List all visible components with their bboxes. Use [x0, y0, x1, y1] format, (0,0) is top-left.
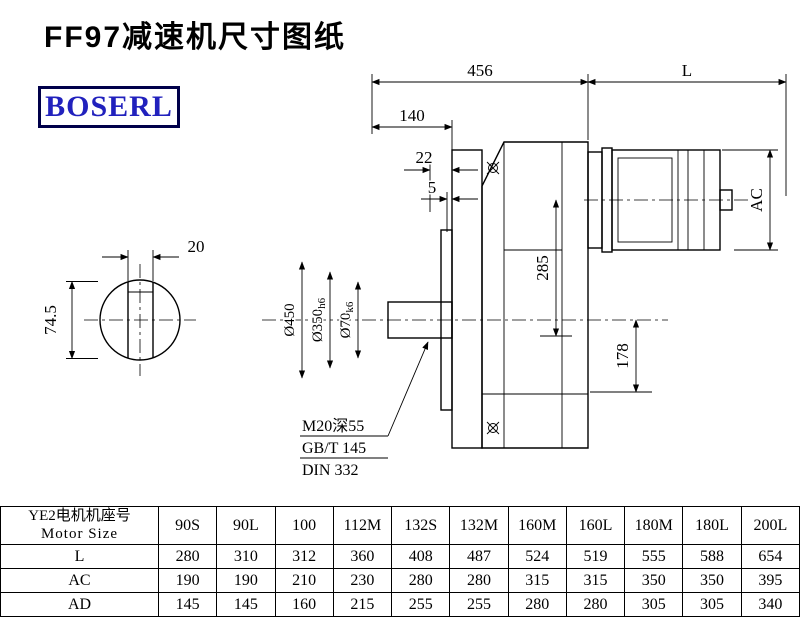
shaft-end-view [84, 264, 196, 376]
dim-value: 280 [507, 592, 567, 617]
page-title: FF97减速机尺寸图纸 [44, 21, 347, 54]
row-label: AD [0, 592, 159, 617]
dim-value: 519 [565, 544, 626, 569]
dim-value: 588 [682, 544, 742, 569]
dim-AC-label: AC [747, 188, 766, 212]
dim-value: 280 [449, 568, 509, 593]
dim-140-label: 140 [399, 106, 425, 125]
table-col-header: 200L [740, 506, 800, 545]
dim-L-label: L [682, 61, 692, 80]
dim-value: 487 [449, 544, 509, 569]
table-row-L: L 280 310 312 360 408 487 524 519 555 58… [0, 544, 800, 569]
dim-value: 360 [332, 544, 393, 569]
dim-456-label: 456 [467, 61, 493, 80]
row-label: AC [0, 568, 159, 593]
table-header-cn: YE2电机机座号 [28, 508, 131, 525]
table-col-header: 180M [624, 506, 684, 545]
dim-178-label: 178 [613, 343, 632, 369]
table-row-AC: AC 190 190 210 230 280 280 315 315 350 3… [0, 568, 800, 593]
table-col-header: 132M [449, 506, 509, 545]
table-col-header: 132S [391, 506, 451, 545]
dim-value: 654 [740, 544, 800, 569]
table-col-header: 90L [216, 506, 276, 545]
dim-value: 315 [565, 568, 626, 593]
row-label: L [0, 544, 159, 569]
table-header-en: Motor Size [40, 525, 119, 542]
dimension-22: 22 [404, 147, 478, 212]
technical-drawing: 20 74.5 [40, 60, 787, 481]
dim-value: 310 [216, 544, 276, 569]
dimension-AC: AC [722, 149, 778, 251]
dim-value: 395 [740, 568, 800, 593]
dim-value: 160 [274, 592, 334, 617]
dim-value: 305 [624, 592, 684, 617]
dimension-L: L [587, 60, 787, 196]
dim-value: 280 [391, 568, 451, 593]
bolt-hole-marker-bottom [486, 421, 500, 435]
dim-value: 255 [391, 592, 451, 617]
dimension-dia-70k6: Ø70k6 [337, 281, 362, 359]
dim-22-label: 22 [416, 148, 433, 167]
dim-value: 255 [449, 592, 509, 617]
dim-value: 350 [624, 568, 684, 593]
dim-value: 280 [157, 544, 218, 569]
dimension-178: 178 [590, 319, 652, 393]
dim-value: 215 [332, 592, 393, 617]
dim-value: 408 [391, 544, 451, 569]
dim-dia350-label: Ø350h6 [310, 297, 328, 342]
table-col-header: 160L [565, 506, 626, 545]
dim-value: 312 [274, 544, 334, 569]
dimension-456: 456 [371, 60, 589, 140]
dim-value: 230 [332, 568, 393, 593]
table-col-header: 112M [332, 506, 393, 545]
dimension-key-height: 74.5 [40, 280, 98, 360]
dim-5-label: 5 [428, 178, 437, 197]
brand-logo-text: BOSERL [45, 90, 173, 123]
note-leader-line [387, 341, 429, 437]
dimension-dia-350h6: Ø350h6 [309, 271, 334, 369]
centerlines [262, 199, 748, 321]
table-col-header: 180L [682, 506, 742, 545]
dim-value: 210 [274, 568, 334, 593]
dimension-dia-450: Ø450 [281, 261, 306, 379]
dim-value: 350 [682, 568, 742, 593]
dim-value: 315 [507, 568, 567, 593]
dim-value: 280 [565, 592, 626, 617]
dim-value: 145 [216, 592, 276, 617]
dim-285-label: 285 [533, 255, 552, 281]
motor-size-table: YE2电机机座号 Motor Size 90S 90L 100 112M 132… [0, 506, 800, 617]
dim-value: 340 [740, 592, 800, 617]
dim-value: 145 [157, 592, 218, 617]
motor [587, 147, 733, 253]
dim-74-5-label: 74.5 [41, 305, 60, 335]
dim-value: 190 [157, 568, 218, 593]
table-row-AD: AD 145 145 160 215 255 255 280 280 305 3… [0, 592, 800, 617]
note-gb: GB/T 145 [302, 440, 366, 457]
dimension-key-width: 20 [102, 236, 206, 281]
dim-value: 305 [682, 592, 742, 617]
table-col-header: 90S [157, 506, 218, 545]
dim-value: 524 [507, 544, 567, 569]
dim-value: 190 [216, 568, 276, 593]
gearbox-body [387, 141, 589, 449]
dim-value: 555 [624, 544, 684, 569]
dim-dia70-label: Ø70k6 [338, 301, 356, 338]
table-col-header: 160M [507, 506, 567, 545]
note-tap: M20深55 [302, 417, 364, 435]
dimension-140: 140 [371, 105, 453, 150]
shaft-tap-notes: M20深55 GB/T 145 DIN 332 [300, 341, 429, 481]
dim-20-label: 20 [188, 237, 205, 256]
bolt-hole-marker-top [486, 161, 500, 175]
note-din: DIN 332 [302, 462, 358, 479]
table-corner-header: YE2电机机座号 Motor Size [0, 506, 159, 545]
dimension-285: 285 [532, 199, 572, 337]
dim-dia450-label: Ø450 [282, 303, 298, 336]
brand-logo-box: BOSERL [38, 86, 180, 128]
dimension-5: 5 [421, 177, 478, 232]
table-col-header: 100 [274, 506, 334, 545]
motor-shaft-stub [719, 189, 733, 211]
